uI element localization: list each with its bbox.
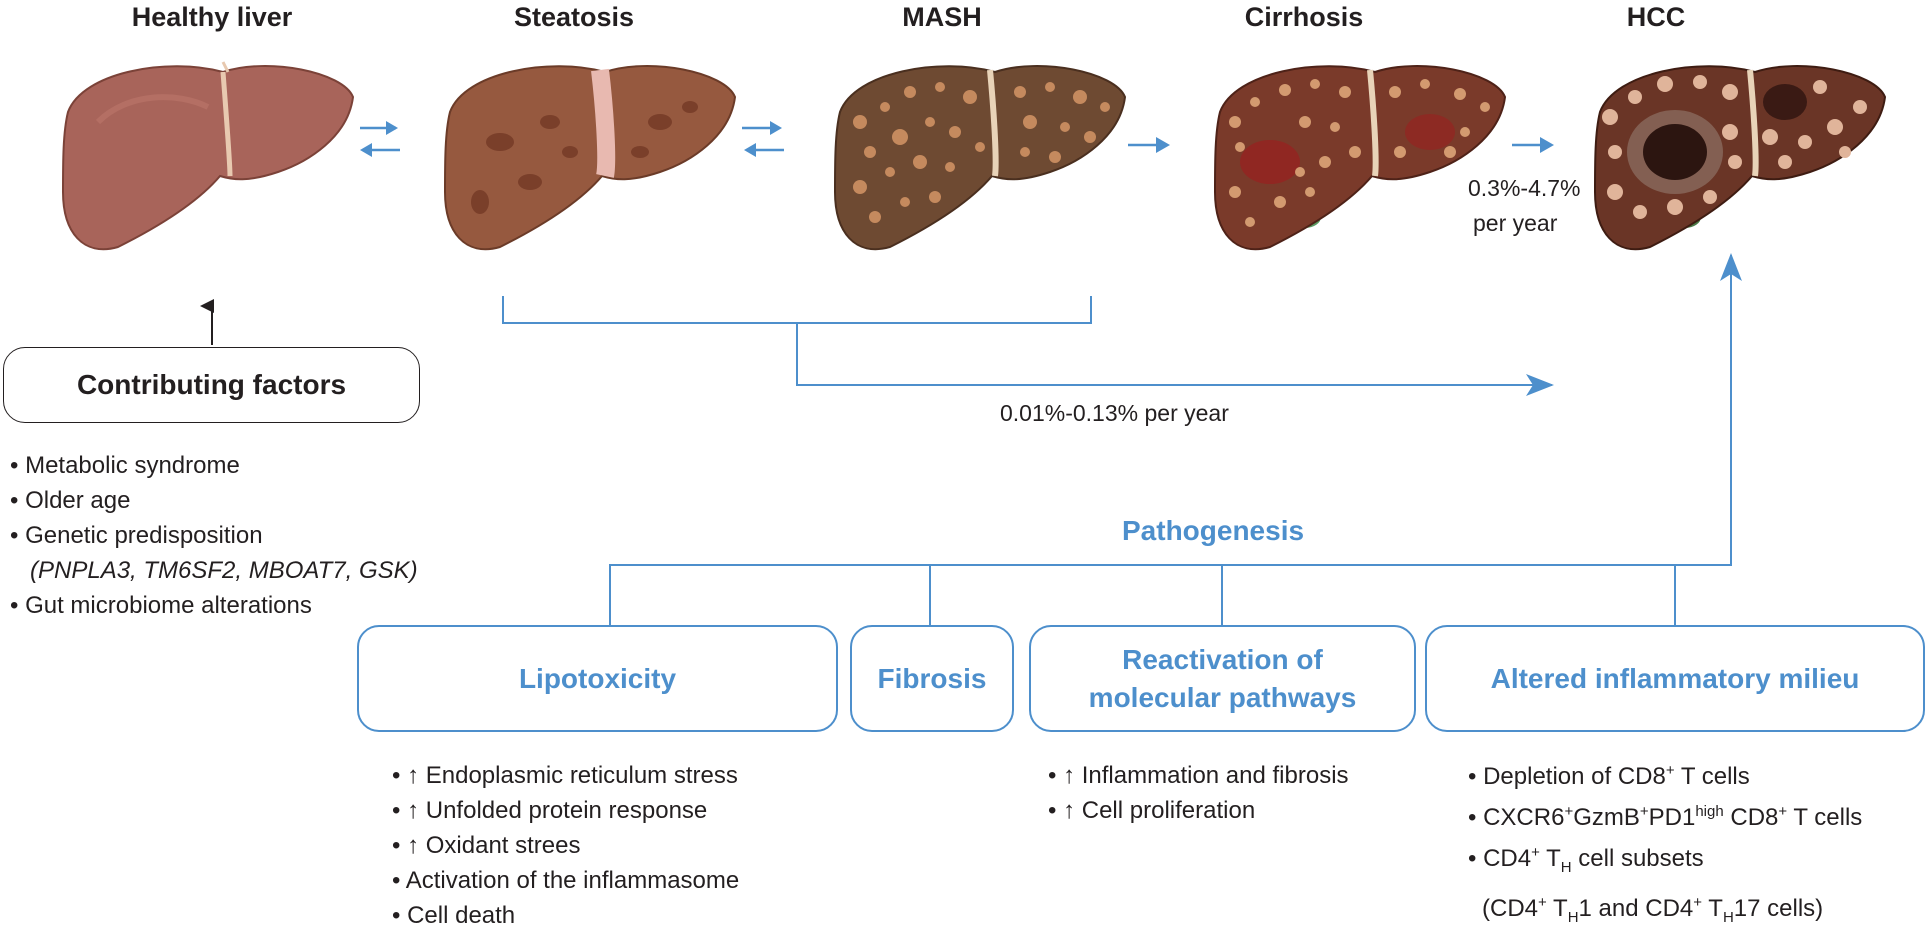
inflammatory-milieu-box: Altered inflammatory milieu: [1425, 625, 1925, 732]
list-item: • ↑ Unfolded protein response: [392, 797, 708, 824]
rate-masld-hcc: 0.01%-0.13% per year: [1000, 400, 1229, 426]
stage-title-hcc: HCC: [1626, 2, 1686, 32]
arrow-mash-cirrhosis: [1128, 137, 1170, 153]
liver-healthy-image: [61, 61, 355, 251]
list-item: • ↑ Endoplasmic reticulum stress: [392, 762, 738, 789]
lipotoxicity-box: Lipotoxicity: [357, 625, 838, 732]
stage-title-cirrhosis: Cirrhosis: [1244, 2, 1364, 32]
list-item: • Activation of the inflammasome: [392, 867, 740, 894]
reactivation-list: • ↑ Inflammation and fibrosis • ↑ Cell p…: [1048, 758, 1349, 828]
liver-mash-image: [833, 65, 1127, 251]
list-item: • CXCR6+GzmB+PD1high CD8+ T cells: [1468, 803, 1863, 831]
lipotoxicity-list: • ↑ Endoplasmic reticulum stress • ↑ Unf…: [392, 758, 739, 926]
list-item: • Older age: [10, 487, 131, 514]
rate-cirrhosis-hcc-line2: per year: [1473, 210, 1558, 236]
list-item: • ↑ Inflammation and fibrosis: [1048, 762, 1349, 789]
stage-title-steatosis: Steatosis: [513, 2, 635, 32]
inflammatory-list: • Depletion of CD8+ T cells • CXCR6+GzmB…: [1468, 753, 1862, 926]
rate-cirrhosis-hcc-line1: 0.3%-4.7%: [1468, 175, 1581, 201]
gene-list: (PNPLA3, TM6SF2, MBOAT7, GSK): [30, 557, 418, 584]
contributing-factors-box: Contributing factors: [3, 347, 420, 423]
list-item-continuation: (CD4+ TH1 and CD4+ TH17 cells): [1482, 893, 1824, 926]
contributing-factors-list: • Metabolic syndrome • Older age • Genet…: [10, 448, 418, 623]
pathogenesis-title: Pathogenesis: [1122, 515, 1305, 546]
arrow-healthy-steatosis: [360, 121, 400, 157]
liver-hcc-image: [1593, 65, 1887, 251]
list-item: • ↑ Cell proliferation: [1048, 797, 1256, 824]
fibrosis-box: Fibrosis: [850, 625, 1014, 732]
arrow-steatosis-mash: [742, 121, 784, 157]
list-item: • Depletion of CD8+ T cells: [1468, 762, 1750, 790]
arrow-cirrhosis-hcc: [1512, 137, 1554, 153]
list-item: • Metabolic syndrome: [10, 452, 240, 479]
list-item: • Gut microbiome alterations: [10, 592, 312, 619]
list-item: • Genetic predisposition: [10, 522, 263, 549]
list-item: • Cell death: [392, 902, 516, 926]
stage-title-mash: MASH: [902, 2, 982, 32]
reactivation-box: Reactivation of molecular pathways: [1029, 625, 1416, 732]
stage-title-healthy: Healthy liver: [131, 2, 293, 32]
liver-steatosis-image: [443, 65, 737, 251]
list-item: • CD4+ TH cell subsets: [1468, 844, 1704, 876]
list-item: • ↑ Oxidant strees: [392, 832, 581, 859]
liver-cirrhosis-image: [1213, 65, 1507, 251]
